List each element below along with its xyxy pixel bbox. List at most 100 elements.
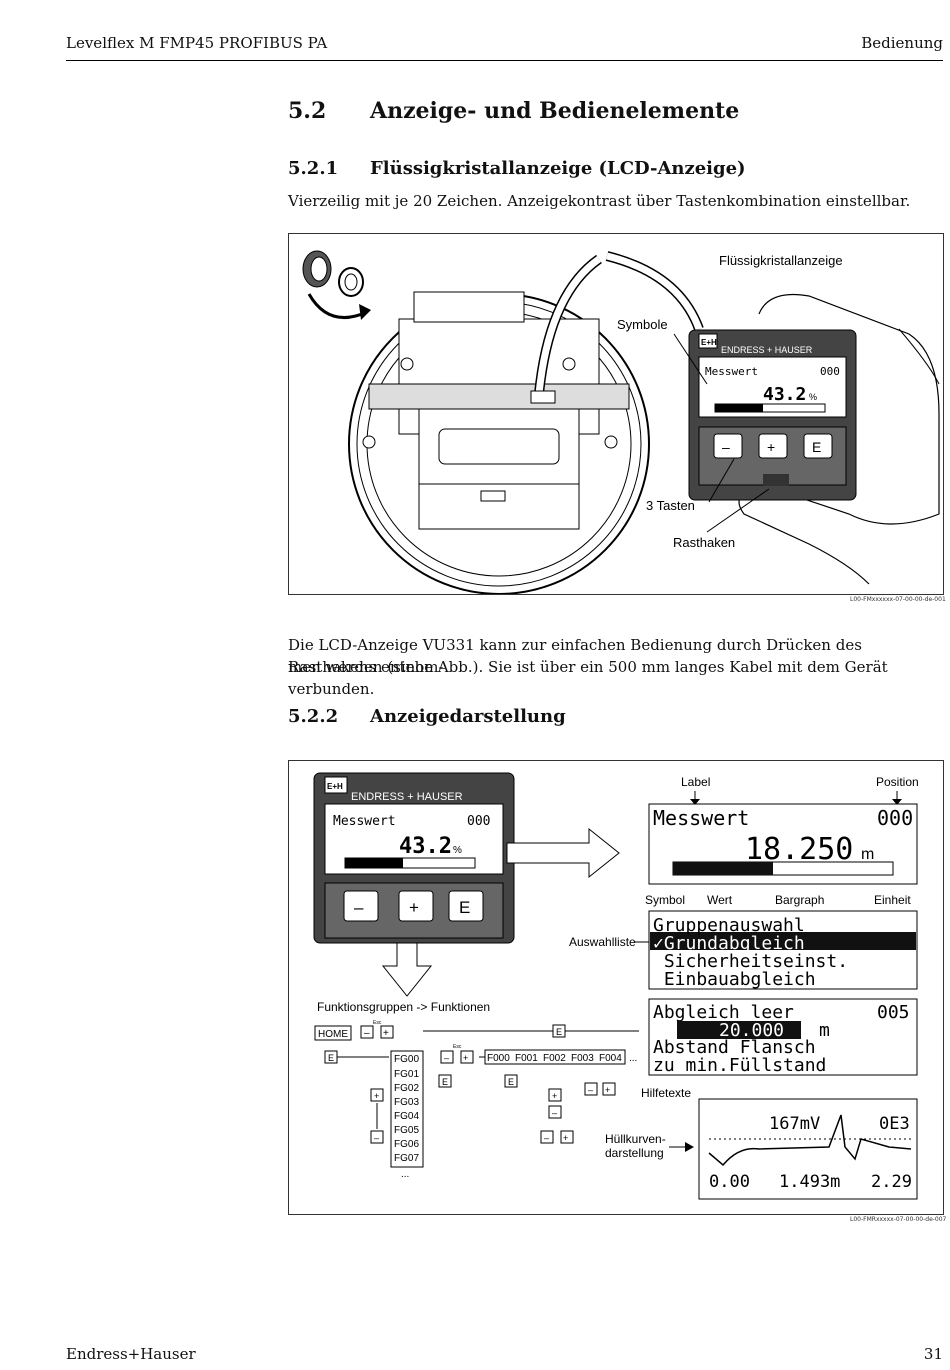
f-minus-3: – [544,1133,549,1143]
label-label: Label [681,775,710,789]
f-minus: – [444,1053,449,1063]
key-minus-2: – [354,898,364,917]
label-einheit: Einheit [874,893,911,907]
f-002: F002 [543,1053,566,1064]
lcd-module: E+H ENDRESS + HAUSER Messwert 000 43.2 %… [688,329,857,501]
figure-1-illustration: E+H ENDRESS + HAUSER Messwert 000 43.2 %… [302,250,940,595]
fg-05: FG05 [394,1125,419,1136]
paragraph-2-line-1: Die LCD-Anzeige VU331 kann zur einfachen… [288,636,862,676]
lcd-position-2: 000 [467,814,490,829]
env-top-mid: 167mV [769,1114,820,1134]
label-symbol: Symbol [645,893,685,907]
brand-text-2: ENDRESS + HAUSER [351,791,463,803]
label-bargraph: Bargraph [775,893,824,907]
logo-text-2: E+H [327,782,343,791]
f-minus-4: – [588,1085,593,1095]
figure-2-illustration: E+H ENDRESS + HAUSER Messwert 000 43.2 %… [313,772,919,1200]
param-line-4: zu min.Füllstand [653,1055,826,1076]
param-value: 20.000 [719,1020,784,1041]
label-keys: 3 Tasten [646,498,695,513]
big-label: Messwert [653,806,749,830]
header-product: Levelflex M FMP45 PROFIBUS PA [66,34,328,52]
f-plus-2: + [552,1091,557,1101]
f-003: F003 [571,1053,594,1064]
big-value: 18.250 [745,832,853,867]
select-line-1: Gruppenauswahl [653,915,805,936]
paragraph-1: Vierzeilig mit je 20 Zeichen. Anzeigekon… [288,192,911,210]
label-position: Position [876,775,919,789]
lcd-value-2: 43.2 [399,834,452,859]
fg-01: FG01 [394,1069,419,1080]
env-bottom-mid: 1.493m [779,1172,840,1192]
figure-1-id: L00-FMxxxxxx-07-00-00-de-001 [850,596,946,603]
f-minus-2: – [552,1108,557,1118]
arrow-down-icon [381,942,433,997]
big-position: 000 [877,806,913,830]
figure-2-id: L00-FMRxxxxx-07-00-00-de-007 [850,1216,947,1223]
f-e-left: E [442,1077,448,1087]
select-line-2: ✓Grundabgleich [653,933,805,954]
fg-06: FG06 [394,1139,419,1150]
figure-display-layout: E+H ENDRESS + HAUSER Messwert 000 43.2 %… [288,760,944,1215]
lcd-line1: Messwert [705,365,758,378]
f-plus-3: + [563,1133,568,1143]
fg-minus-2: – [374,1133,379,1143]
subsection-number-2: 5.2.2 [288,706,339,727]
lcd-unit: % [809,392,817,402]
key-plus-2: + [409,898,419,917]
subsection-title-1: Flüssigkristallanzeige (LCD-Anzeige) [370,158,746,179]
footer-company: Endress+Hauser [66,1345,196,1363]
label-funktionsgruppen: Funktionsgruppen -> Funktionen [317,1000,490,1014]
f-plus-4: + [605,1085,610,1095]
f-esc: Esc [453,1044,462,1050]
arrow-right-icon [506,827,620,879]
label-wert: Wert [707,893,733,907]
header-chapter: Bedienung [861,34,943,52]
fg-plus: + [383,1028,389,1039]
figure-lcd-module: E+H ENDRESS + HAUSER Messwert 000 43.2 %… [288,233,944,595]
lcd-module-2: E+H ENDRESS + HAUSER Messwert 000 43.2 %… [313,772,515,944]
fg-03: FG03 [394,1097,419,1108]
f-e-top: E [556,1027,562,1037]
fg-minus: – [364,1028,370,1039]
param-line-3: Abstand Flansch [653,1037,816,1058]
home-key: HOME [318,1029,348,1040]
fg-02: FG02 [394,1083,419,1094]
label-symbols: Symbole [617,317,668,332]
fg-more: ... [401,1169,409,1180]
fg-07: FG07 [394,1153,419,1164]
param-position: 005 [877,1002,910,1023]
fg-00: FG00 [394,1054,419,1065]
env-bottom-left: 0.00 [709,1172,750,1192]
fg-plus-2: + [374,1091,379,1101]
fg-list: FG00 FG01 FG02 FG03 FG04 FG05 FG06 FG07 … [394,1054,419,1180]
f-more: ... [629,1053,637,1064]
subsection-title-2: Anzeigedarstellung [370,706,566,727]
param-unit: m [819,1020,830,1041]
housing-drawing [348,251,704,595]
label-hilfetexte: Hilfetexte [641,1086,691,1100]
key-minus: – [722,439,730,455]
f-plus: + [463,1053,468,1063]
rotate-cover-icon [302,250,371,320]
lcd-line1-2: Messwert [333,814,396,829]
label-latch: Rasthaken [673,535,735,550]
param-line-1: Abgleich leer [653,1002,794,1023]
f-001: F001 [515,1053,538,1064]
f-000: F000 [487,1053,510,1064]
section-number: 5.2 [288,98,327,124]
key-e-2: E [459,898,470,917]
f-e-mid: E [508,1077,514,1087]
label-huellkurve-2: darstellung [605,1146,664,1160]
select-line-4: Einbauabgleich [653,969,816,990]
f-004: F004 [599,1053,622,1064]
lcd-value: 43.2 [763,384,806,405]
footer-page: 31 [923,1345,943,1363]
label-lcd: Flüssigkristallanzeige [719,253,843,268]
env-top-right: 0E3 [879,1114,910,1134]
subsection-heading-2: 5.2.2 Anzeigedarstellung [288,706,566,727]
lcd-position: 000 [820,365,840,378]
brand-text: ENDRESS + HAUSER [721,345,813,355]
